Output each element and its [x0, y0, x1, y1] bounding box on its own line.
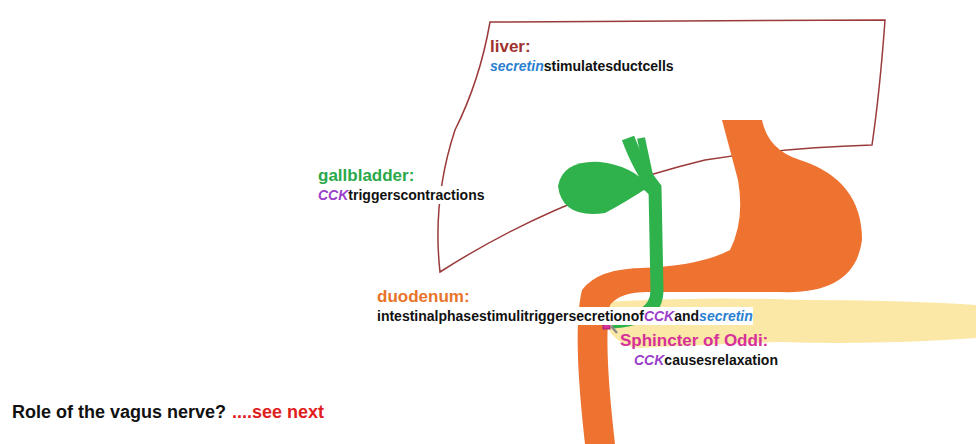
organ-label: liver:secretin stimulates duct cells [490, 37, 674, 75]
note-word: trigger [524, 308, 568, 324]
organ-name: duodenum: [377, 287, 470, 307]
note-word: and [674, 308, 699, 324]
organ-name: Sphincter of Oddi: [620, 331, 768, 351]
note-word: of [631, 308, 644, 324]
note-word: stimulates [544, 58, 613, 74]
note-word: stimuli [479, 308, 524, 324]
organ-label: gallbladder:CCK triggers contractions [318, 166, 484, 204]
hormone-note: secretin stimulates duct cells [490, 57, 674, 75]
footer-note: Role of the vagus nerve? ....see next [12, 402, 324, 423]
leader-line [611, 326, 617, 333]
hormone-word: secretin [699, 308, 753, 324]
organ-name: gallbladder: [318, 166, 414, 186]
note-word: triggers [348, 187, 400, 203]
note-word: causes [664, 352, 711, 368]
note-word: relaxation [712, 352, 778, 368]
note-word: secretion [568, 308, 630, 324]
note-word: duct [613, 58, 643, 74]
stomach-shape [640, 120, 862, 292]
question-text: Role of the vagus nerve? [12, 402, 226, 422]
note-word: phase [438, 308, 478, 324]
hepatic-duct [641, 138, 650, 180]
hormone-note: CCK causes relaxation [634, 351, 778, 369]
organ-label: Sphincter of Oddi:CCK causes relaxation [620, 331, 778, 369]
hormone-note: CCK triggers contractions [318, 186, 484, 204]
hormone-word: CCK [634, 352, 664, 368]
organ-label: duodenum:intestinal phase stimuli trigge… [377, 287, 753, 325]
hormone-note: intestinal phase stimuli trigger secreti… [377, 307, 753, 325]
note-word: cells [643, 58, 674, 74]
hormone-word: CCK [318, 187, 348, 203]
hormone-word: secretin [490, 58, 544, 74]
note-word: intestinal [377, 308, 438, 324]
hormone-word: CCK [644, 308, 674, 324]
gallbladder-shape [558, 162, 650, 214]
note-word: contractions [400, 187, 484, 203]
bile-duct [612, 138, 657, 322]
organ-name: liver: [490, 37, 531, 57]
next-hint: ....see next [232, 402, 324, 422]
